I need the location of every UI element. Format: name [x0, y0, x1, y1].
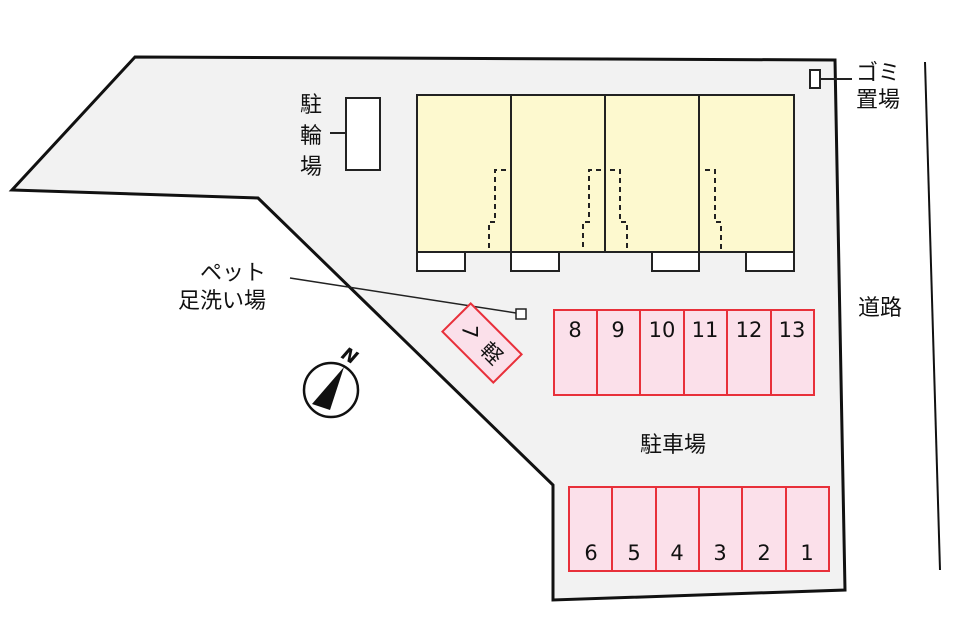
road-edge	[924, 61, 941, 571]
parking-space-label: 2	[757, 541, 770, 565]
parking-space-label: 9	[611, 318, 624, 342]
parking-row-bottom: 6 5 4 3 2 1	[568, 486, 830, 572]
garbage-label-1: ゴミ	[856, 61, 900, 86]
garbage-label-2: 置場	[856, 88, 900, 113]
parking-space-label: 5	[627, 541, 640, 565]
pet-wash-area	[515, 308, 527, 320]
apartment-building	[416, 94, 795, 272]
bicycle-parking-area	[345, 97, 381, 171]
bicycle-parking-label-3: 場	[300, 155, 322, 180]
compass-icon: N	[302, 343, 361, 419]
parking-space-label: 1	[800, 541, 813, 565]
road-label: 道路	[858, 296, 902, 321]
parking-space-label: 3	[713, 541, 726, 565]
bicycle-parking-label-1: 駐	[300, 93, 322, 118]
parking-space-label: 4	[670, 541, 683, 565]
parking-row-top: 8 9 10 11 12 13	[553, 309, 815, 396]
parking-space-label: 11	[692, 318, 719, 342]
parking-space-label: 12	[736, 318, 763, 342]
bicycle-parking-label-2: 輪	[300, 124, 322, 149]
parking-space-label: 10	[649, 318, 676, 342]
car-parking-label: 駐車場	[640, 433, 706, 458]
parking-space-label: 6	[584, 541, 597, 565]
parking-space-7: 7 軽	[440, 301, 524, 385]
garbage-area	[809, 69, 821, 89]
parking-space-label: 8	[568, 318, 581, 342]
pet-wash-label-2: 足洗い場	[178, 289, 266, 314]
parking-space-label: 13	[779, 318, 806, 342]
svg-text:7: 7	[458, 325, 482, 338]
pet-wash-label-1: ペット	[200, 261, 266, 286]
